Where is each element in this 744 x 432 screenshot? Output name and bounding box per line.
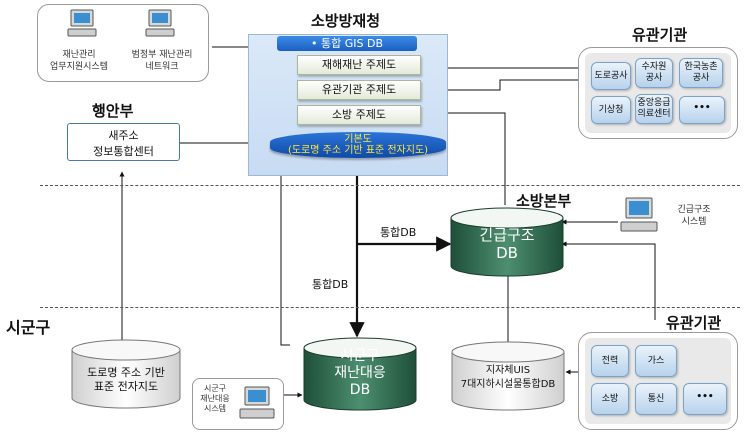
related-top-title: 유관기관 bbox=[632, 26, 688, 44]
theme-agency: 유관기관 주제도 bbox=[297, 80, 421, 100]
agency-water-corp: 수자원 공사 bbox=[635, 58, 673, 88]
computer-icon bbox=[67, 9, 97, 37]
system-label-1: 재난관리 업무지원시스템 bbox=[50, 50, 108, 72]
basemap-disk: 기본도 (도로명 주소 기반 표준 전자지도) bbox=[270, 132, 446, 158]
divider-lower bbox=[40, 307, 740, 308]
agency-emergency-medical: 중앙응급 의료센터 bbox=[635, 94, 673, 124]
theme-disaster: 재해재난 주제도 bbox=[297, 55, 421, 75]
agency-gas: 가스 bbox=[635, 345, 677, 377]
arrow-emergency-to-fire-theme bbox=[420, 110, 506, 205]
agency-fire: 소방 bbox=[591, 383, 629, 415]
agency-telecom: 통신 bbox=[635, 383, 677, 415]
sobang-bonbu-title: 소방본부 bbox=[516, 192, 572, 210]
computer-icon bbox=[620, 197, 658, 232]
agency-rural-corp: 한국농촌 공사 bbox=[679, 58, 723, 88]
basemap-sublabel: (도로명 주소 기반 표준 전자지도) bbox=[287, 145, 429, 156]
flow-label-integrated-db-2: 통합DB bbox=[312, 278, 349, 291]
computer-icon bbox=[239, 386, 275, 419]
sobang-title: 소방방재청 bbox=[311, 12, 381, 30]
road-address-db-label: 도로명 주소 기반 표준 전자지도 bbox=[87, 366, 165, 393]
emergency-db-cylinder bbox=[450, 207, 564, 277]
haengan-title: 행안부 bbox=[92, 102, 134, 120]
gis-db-bar: • 통합 GIS DB bbox=[277, 36, 417, 51]
related-bottom-title: 유관기관 bbox=[666, 314, 722, 332]
emergency-db-label: 긴급구조 DB bbox=[479, 226, 535, 262]
disaster-systems-panel: 재난관리 업무지원시스템 범정부 재난관리 네트워크 bbox=[37, 4, 209, 82]
related-bottom-panel: 전력 가스 소방 통신 ••• bbox=[578, 332, 738, 430]
theme-fire: 소방 주제도 bbox=[297, 105, 421, 125]
agency-weather: 기상청 bbox=[591, 96, 631, 124]
agency-road-corp: 도로공사 bbox=[591, 62, 631, 90]
emergency-system-label: 긴급구조 시스템 bbox=[677, 205, 711, 227]
divider-upper bbox=[40, 185, 740, 186]
uis-db-label: 지자체UIS 7대지하시설물통합DB bbox=[460, 365, 556, 390]
arrow-related-to-agency-theme bbox=[420, 79, 580, 93]
flow-label-integrated-db-1: 통합DB bbox=[380, 226, 417, 239]
sigungu-disaster-db-label: 시군구 재난대응 DB bbox=[334, 348, 386, 398]
related-top-panel: 도로공사 수자원 공사 한국농촌 공사 기상청 중앙응급 의료센터 ••• bbox=[578, 47, 738, 139]
agency-more-bottom: ••• bbox=[683, 383, 727, 415]
uis-db-cylinder bbox=[451, 341, 565, 411]
computer-icon bbox=[145, 9, 175, 37]
basemap-label: 기본도 bbox=[344, 134, 372, 145]
sigungu-disaster-db-cylinder bbox=[303, 337, 417, 411]
road-address-db-cylinder bbox=[71, 339, 181, 409]
system-label-2: 범정부 재난관리 네트워크 bbox=[131, 50, 193, 72]
sigungu-system-label: 시군구 재난대응 시스템 bbox=[200, 384, 230, 413]
address-center-box: 새주소 정보통합센터 bbox=[67, 123, 180, 161]
sigungu-title: 시군구 bbox=[6, 318, 51, 337]
sigungu-system-panel: 시군구 재난대응 시스템 bbox=[192, 378, 284, 430]
agency-more: ••• bbox=[679, 96, 725, 124]
agency-power: 전력 bbox=[591, 345, 629, 377]
arrow-related-bottom-to-emergency-db bbox=[561, 241, 656, 320]
